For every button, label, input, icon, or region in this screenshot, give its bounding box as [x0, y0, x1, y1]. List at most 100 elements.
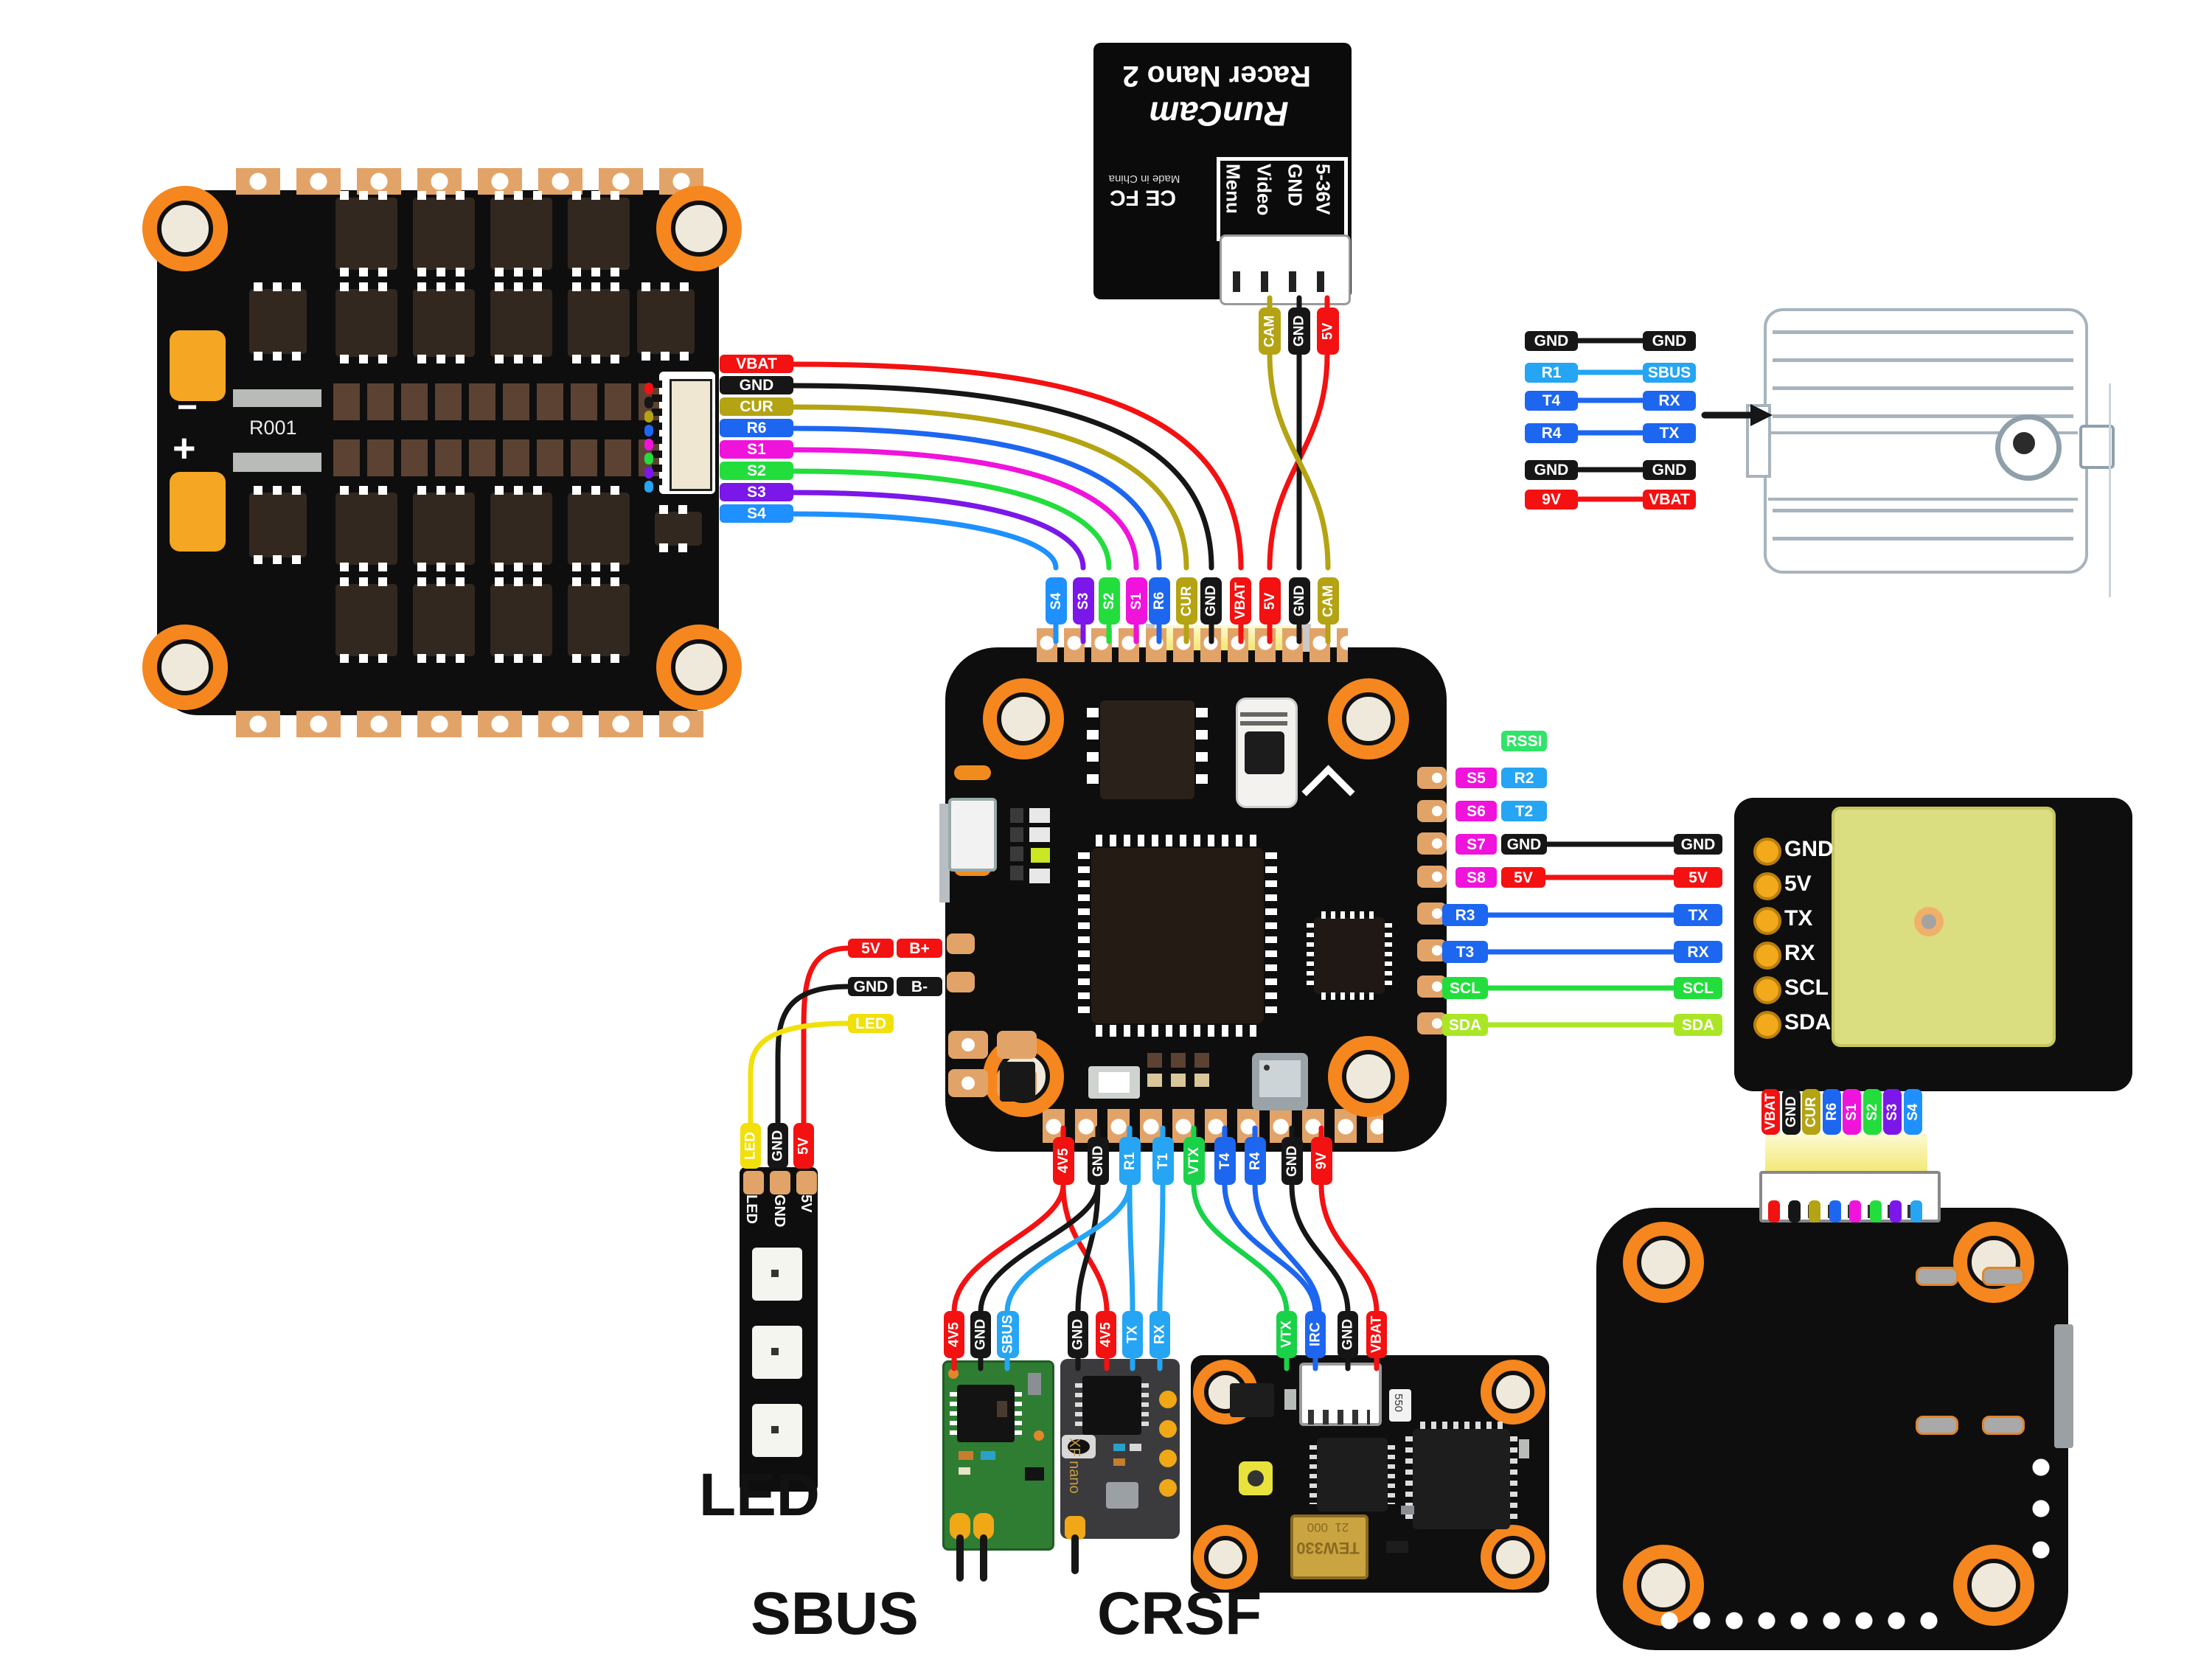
usb-shield: [939, 804, 950, 902]
esc-pin-s4: S4: [720, 504, 793, 523]
fcb-r1: R1: [1119, 1137, 1141, 1185]
esc-bottom-standoff: [1623, 1222, 1704, 1303]
crsf-rx-cap: [1113, 1444, 1125, 1451]
wire-blue: [1252, 1182, 1322, 1315]
crsfrx-gnd: GND: [1068, 1311, 1088, 1358]
fcr-sda: SDA: [1442, 1014, 1488, 1036]
fc-top-5v: 5V: [1259, 577, 1281, 625]
fc-caps-cluster: [1147, 1053, 1218, 1068]
vtx-module-cap: [1401, 1506, 1414, 1514]
fc-gyro-pins: [1385, 923, 1392, 988]
fc-barometer-core: [1245, 731, 1284, 774]
crsf-rx-gold-pad: [1159, 1391, 1177, 1408]
wire-black: [790, 383, 1214, 571]
tbl-r-rx: RX: [1643, 391, 1696, 411]
esc-conn-stub: [644, 481, 653, 493]
esc-pin-r6: R6: [720, 419, 793, 437]
esc-mosfet: [413, 486, 475, 571]
crsf-rx-cap: [1113, 1458, 1125, 1466]
wire-black: [978, 1182, 1101, 1315]
fcr-s6: S6: [1455, 801, 1497, 821]
fcb-t4: T4: [1214, 1137, 1236, 1185]
fc-pad-hole: [1432, 872, 1442, 882]
wire-black: [1208, 621, 1302, 644]
fc-pad-hole: [1432, 981, 1442, 992]
esc-mosfet: [335, 577, 397, 663]
fc-standoff: [983, 678, 1064, 759]
fc-standoff: [1328, 1036, 1409, 1117]
led-module-die: [771, 1348, 779, 1355]
fc-gyro-pins: [1307, 923, 1314, 988]
gps-antenna: [1832, 807, 2056, 1047]
escb-cur: CUR: [1802, 1089, 1820, 1135]
escb-conn-stub: [1910, 1200, 1922, 1222]
vtx-module-standoff: [1481, 1525, 1545, 1590]
wire-red: [801, 945, 851, 1127]
fcr-rssi: RSSI: [1501, 731, 1547, 751]
wire-red: [1238, 621, 1273, 644]
crsf-rx-chip: [1082, 1376, 1141, 1435]
fc-pad-hole: [1432, 945, 1442, 956]
crsf-rx-cap: [1130, 1444, 1141, 1451]
gps-pin-sda: SDA: [1784, 1010, 1832, 1034]
esc-pin-cur: CUR: [720, 397, 793, 416]
fc-mcu: [1091, 848, 1264, 1023]
esc-bottom-graypad: [1916, 1267, 1958, 1286]
esc-resistor: [233, 389, 321, 407]
esc-mosfet: [490, 577, 552, 663]
wire-sky: [1127, 1182, 1135, 1315]
crsf-rx-gold-pad: [1159, 1450, 1177, 1467]
tbl-r-tx: TX: [1643, 423, 1696, 443]
esc-bottom-graypad: [1982, 1267, 2025, 1286]
ledw-gnd: GND: [768, 1123, 788, 1169]
esc-pin-s1: S1: [720, 440, 793, 459]
led-strip-pad: [770, 1171, 790, 1194]
vtx-module-cap: [1284, 1389, 1296, 1410]
esc-conn-stub: [644, 467, 653, 479]
fcb-t1: T1: [1152, 1137, 1174, 1185]
sbus-rx-chip-pins: [1015, 1392, 1022, 1436]
wire-sky: [1004, 1354, 1163, 1371]
wire-sky: [1157, 1182, 1166, 1315]
fc-baro2-dot: [1264, 1065, 1270, 1071]
escb-s4: S4: [1904, 1089, 1922, 1135]
escb-conn-stub: [1829, 1200, 1841, 1222]
escb-vbat: VBAT: [1761, 1089, 1780, 1135]
esc-bottom-side-tab: [2054, 1324, 2073, 1448]
vtx-module-standoff: [1481, 1360, 1545, 1425]
esc-conn-stub: [644, 383, 653, 394]
esc-battery-pad-minus: [170, 330, 226, 401]
escb-conn-stub: [1789, 1200, 1801, 1222]
tbl-r-gnd2: GND: [1643, 460, 1696, 480]
tbl-r-gnd1: GND: [1643, 331, 1696, 351]
escb-gnd: GND: [1782, 1089, 1801, 1135]
wire-blue: [790, 425, 1162, 571]
escb-s3: S3: [1883, 1089, 1902, 1135]
vtx-module-connector-pins: [1308, 1410, 1370, 1425]
caption-crsf: CRSF: [1097, 1580, 1262, 1647]
cam-brand: RunCam: [1149, 94, 1289, 133]
tbl-l-9v: 9V: [1525, 490, 1578, 509]
esc-bottom-ribbon: [1765, 1134, 1927, 1175]
wire-vtx: [1191, 1182, 1290, 1315]
cam-wire-gnd: GND: [1288, 307, 1310, 355]
wire-red: [790, 361, 1244, 571]
cam-pin-gnd: GND: [1284, 164, 1307, 206]
fcb-gnd2: GND: [1281, 1137, 1303, 1185]
esc-pin-s2: S2: [720, 462, 793, 480]
fc-mcu-pins-right: [1265, 852, 1277, 1019]
gps-side-sda: SDA: [1674, 1014, 1722, 1036]
esc-motor-pads-top: [236, 168, 720, 195]
esc-mosfet: [335, 282, 397, 364]
fc-top-gnd1: GND: [1200, 577, 1222, 625]
gps-pin-gnd: GND: [1784, 837, 1834, 861]
fcr-s8: S8: [1455, 867, 1497, 888]
fcr-t3: T3: [1442, 941, 1488, 963]
fcr-r2: R2: [1501, 768, 1547, 788]
fc-gyro: [1314, 917, 1385, 994]
escb-conn-stub: [1768, 1200, 1780, 1222]
gps-side-tx: TX: [1674, 904, 1722, 926]
fcl-bminus: B-: [897, 977, 942, 996]
camera-connector: [1220, 234, 1351, 305]
fc-cap-column: [1010, 808, 1023, 882]
